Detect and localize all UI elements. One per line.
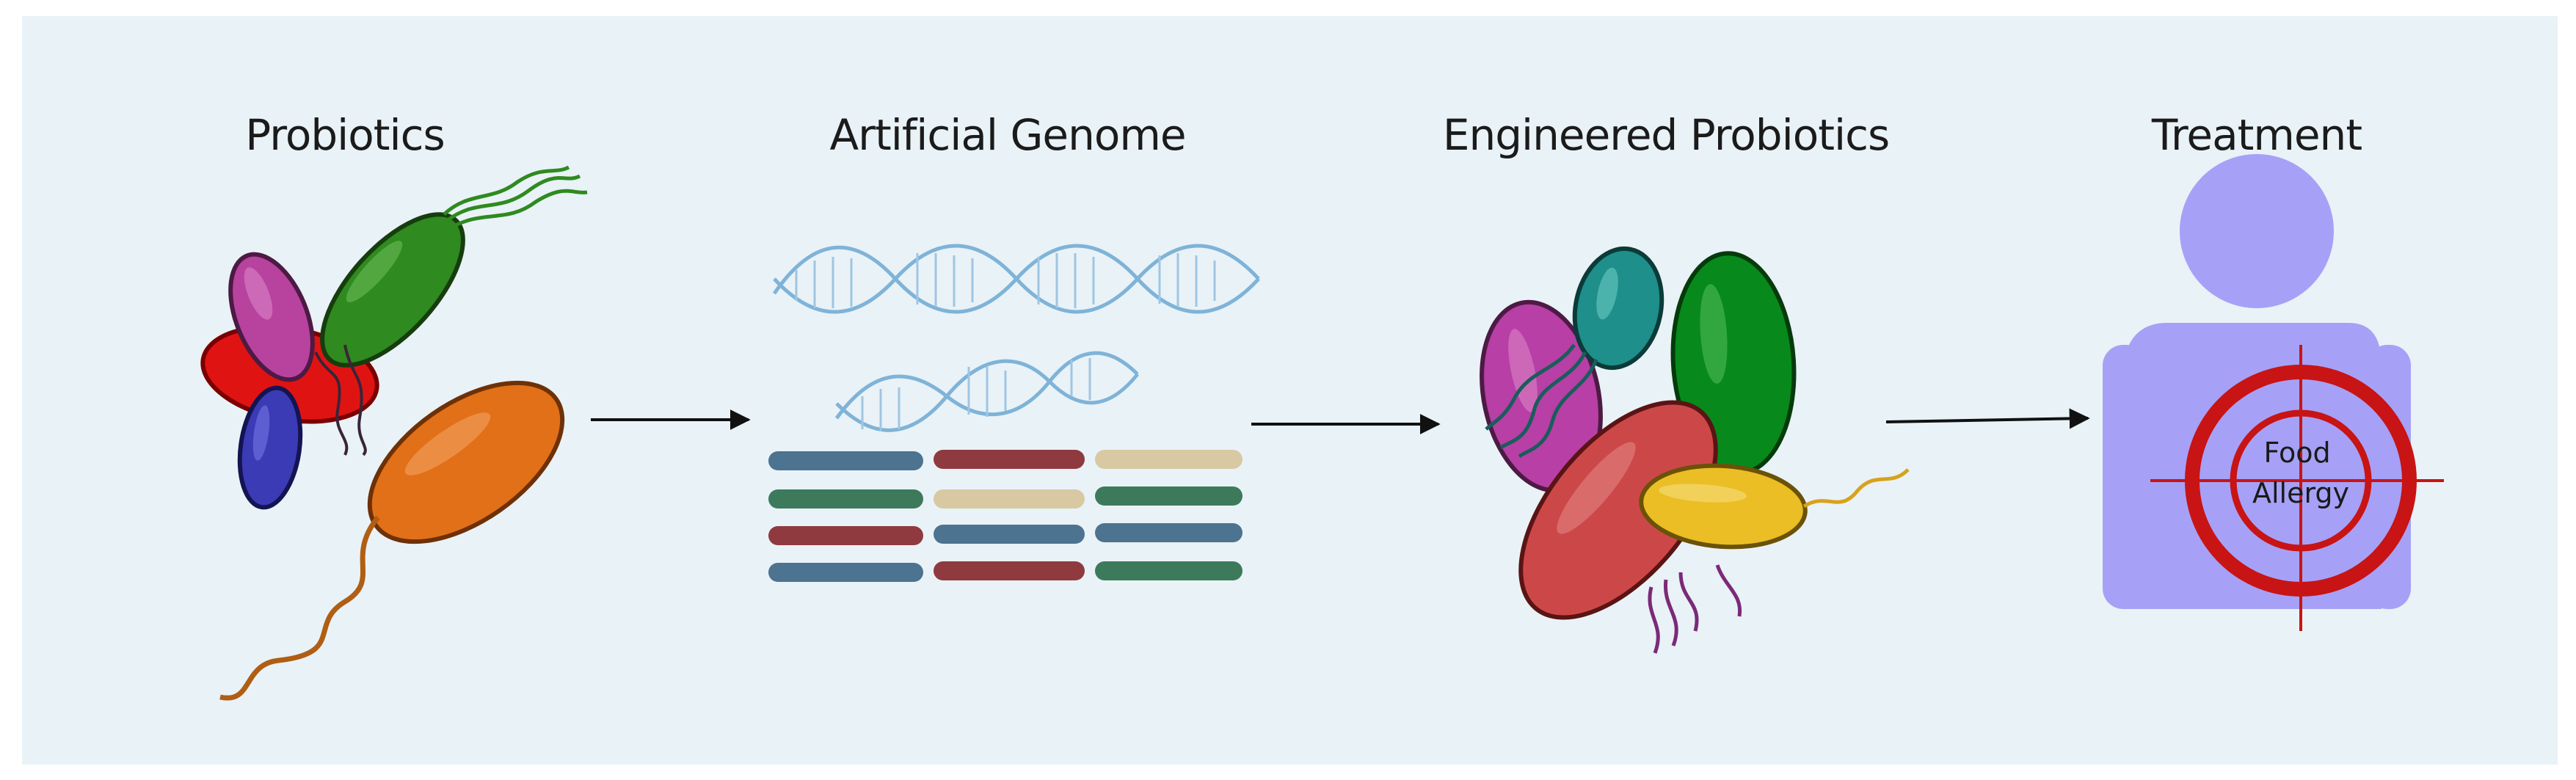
stage-title-artificial-genome: Artificial Genome [829, 110, 1186, 160]
artificial-genome-icon [768, 244, 1260, 582]
probiotics-cluster-icon [200, 165, 588, 701]
stage-title-engineered-probiotics: Engineered Probiotics [1442, 110, 1890, 160]
target-label-line1: Food [2263, 437, 2330, 469]
engineered-probiotics-icon [1480, 246, 1910, 654]
stage-title-probiotics: Probiotics [245, 110, 445, 160]
arrow-3 [1885, 408, 2090, 429]
target-crosshair-icon [2150, 345, 2444, 631]
target-label-line2: Allergy [2252, 477, 2349, 509]
stage-title-treatment: Treatment [2151, 110, 2362, 160]
